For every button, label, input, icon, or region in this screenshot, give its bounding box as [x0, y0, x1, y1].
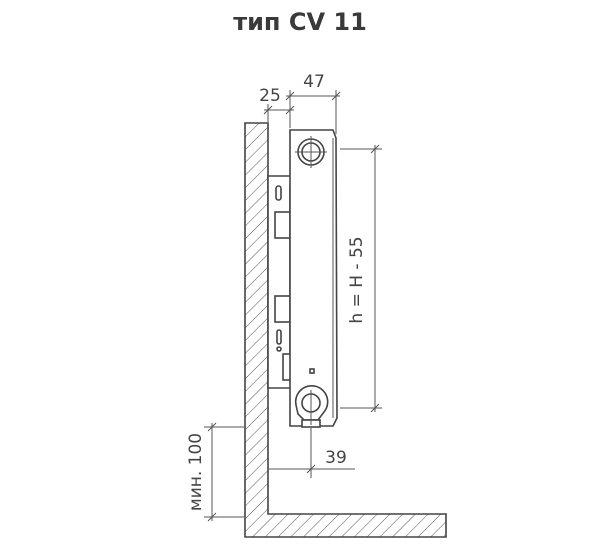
dimension-label-height: h = H - 55	[347, 236, 367, 323]
dimension-wall-gap: 25	[259, 86, 295, 128]
diagram-title: тип CV 11	[233, 8, 367, 36]
radiator-panel	[289, 129, 338, 428]
dimension-label-min-100: мин. 100	[186, 433, 206, 511]
dimension-depth: 47	[285, 72, 341, 134]
dimension-valve-offset: 39	[268, 428, 355, 478]
dimension-floor-clearance: мин. 100	[186, 422, 244, 522]
dimension-label-47: 47	[303, 72, 325, 92]
dimension-label-25: 25	[259, 86, 281, 106]
dimension-label-39: 39	[325, 448, 347, 468]
wall-and-floor	[244, 122, 447, 538]
dimension-height: h = H - 55	[340, 144, 382, 413]
